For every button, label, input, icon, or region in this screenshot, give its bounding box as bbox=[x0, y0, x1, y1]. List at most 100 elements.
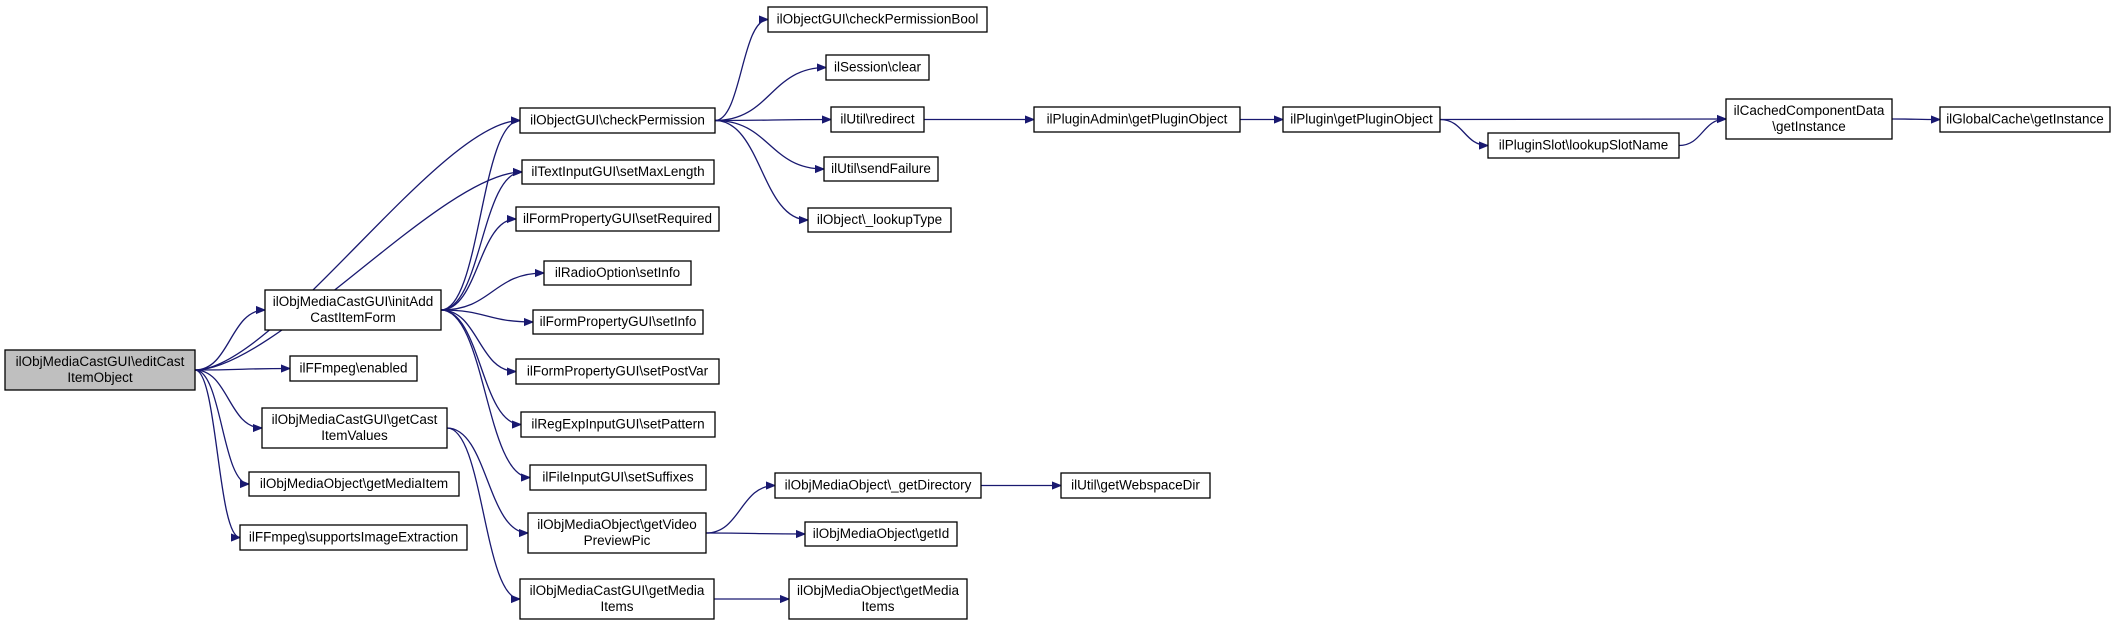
node-label: ilObjMediaCastGUI\getMedia bbox=[530, 583, 705, 598]
node-label: ilTextInputGUI\setMaxLength bbox=[531, 164, 704, 179]
node-label: CastItemForm bbox=[310, 310, 396, 325]
node-box bbox=[261, 407, 448, 449]
edge-initAdd-to-setSuffixes bbox=[440, 309, 530, 478]
node-label: ilObject\_lookupType bbox=[817, 212, 942, 227]
node-getId[interactable]: ilObjMediaObject\getId bbox=[804, 521, 958, 547]
node-lookupSlotName[interactable]: ilPluginSlot\lookupSlotName bbox=[1487, 132, 1680, 159]
node-redirect[interactable]: ilUtil\redirect bbox=[830, 106, 925, 133]
edge-root-to-initAdd bbox=[194, 310, 265, 371]
node-box bbox=[289, 355, 418, 382]
node-setPostVar[interactable]: ilFormPropertyGUI\setPostVar bbox=[515, 358, 720, 385]
node-getMediaItem[interactable]: ilObjMediaObject\getMediaItem bbox=[248, 471, 460, 497]
node-label: ilGlobalCache\getInstance bbox=[1946, 112, 2104, 127]
node-label: ilFFmpeg\enabled bbox=[299, 361, 407, 376]
edge-checkPerm-to-lookupType bbox=[714, 119, 808, 221]
edge-videoPreview-to-getId bbox=[705, 533, 805, 534]
node-label: ilPluginAdmin\getPluginObject bbox=[1047, 112, 1228, 127]
node-checkPermBool[interactable]: ilObjectGUI\checkPermissionBool bbox=[767, 6, 988, 33]
node-pluginGetPlugin[interactable]: ilPlugin\getPluginObject bbox=[1282, 106, 1441, 133]
edge-checkPerm-to-redirect bbox=[714, 120, 831, 121]
edge-initAdd-to-formSetInfo bbox=[440, 309, 533, 322]
node-lookupType[interactable]: ilObject\_lookupType bbox=[807, 207, 952, 233]
node-label: ilFormPropertyGUI\setRequired bbox=[523, 211, 712, 226]
node-box bbox=[515, 358, 720, 385]
node-box bbox=[767, 6, 988, 33]
edges-layer bbox=[194, 20, 1940, 600]
node-checkPerm[interactable]: ilObjectGUI\checkPermission bbox=[519, 107, 716, 134]
node-box bbox=[543, 260, 692, 286]
node-label: ilObjMediaObject\getVideo bbox=[537, 517, 697, 532]
node-label: ilRadioOption\setInfo bbox=[555, 265, 680, 280]
node-box bbox=[1033, 106, 1241, 133]
node-label: \getInstance bbox=[1772, 119, 1846, 134]
edge-getCastItemValues-to-castGetMediaItems bbox=[446, 427, 521, 599]
node-label: ilFFmpeg\supportsImageExtraction bbox=[249, 530, 458, 545]
edge-root-to-getMediaItem bbox=[194, 369, 250, 484]
node-box bbox=[520, 411, 716, 438]
node-box bbox=[1060, 472, 1211, 499]
node-setRequired[interactable]: ilFormPropertyGUI\setRequired bbox=[515, 206, 720, 232]
edge-root-to-checkPerm bbox=[194, 121, 520, 371]
node-box bbox=[825, 54, 930, 81]
node-box bbox=[239, 524, 468, 551]
node-formSetInfo[interactable]: ilFormPropertyGUI\setInfo bbox=[532, 309, 704, 335]
node-box bbox=[804, 521, 958, 547]
node-setMaxLength[interactable]: ilTextInputGUI\setMaxLength bbox=[521, 159, 715, 185]
node-sendFailure[interactable]: ilUtil\sendFailure bbox=[823, 156, 939, 182]
node-label: ilObjMediaCastGUI\getCast bbox=[272, 412, 438, 427]
node-label: Items bbox=[861, 599, 894, 614]
node-box bbox=[823, 156, 939, 182]
node-box bbox=[264, 289, 442, 331]
node-adminGetPlugin[interactable]: ilPluginAdmin\getPluginObject bbox=[1033, 106, 1241, 133]
node-setSuffixes[interactable]: ilFileInputGUI\setSuffixes bbox=[529, 464, 707, 491]
node-box bbox=[529, 464, 707, 491]
node-label: ilFormPropertyGUI\setInfo bbox=[540, 314, 697, 329]
node-label: ilUtil\sendFailure bbox=[831, 161, 931, 176]
node-label: ilObjMediaObject\getId bbox=[813, 526, 950, 541]
edge-initAdd-to-setPostVar bbox=[440, 309, 516, 372]
node-box bbox=[519, 107, 716, 134]
node-label: ItemValues bbox=[321, 428, 388, 443]
node-label: ilObjMediaCastGUI\initAdd bbox=[273, 294, 434, 309]
node-box bbox=[1725, 98, 1893, 140]
node-box bbox=[248, 471, 460, 497]
node-label: ilPlugin\getPluginObject bbox=[1290, 112, 1433, 127]
node-label: ilRegExpInputGUI\setPattern bbox=[531, 417, 704, 432]
node-ffEnabled[interactable]: ilFFmpeg\enabled bbox=[289, 355, 418, 382]
edge-initAdd-to-radioSetInfo bbox=[440, 273, 544, 311]
edge-checkPerm-to-sessionClear bbox=[714, 68, 826, 122]
node-getDirectory[interactable]: ilObjMediaObject\_getDirectory bbox=[774, 472, 982, 499]
node-label: Items bbox=[600, 599, 633, 614]
node-box bbox=[532, 309, 704, 335]
node-box bbox=[521, 159, 715, 185]
node-box bbox=[519, 578, 715, 620]
node-radioSetInfo[interactable]: ilRadioOption\setInfo bbox=[543, 260, 692, 286]
node-box bbox=[807, 207, 952, 233]
edge-root-to-supportsImg bbox=[194, 369, 241, 538]
node-box bbox=[1939, 106, 2111, 133]
node-setPattern[interactable]: ilRegExpInputGUI\setPattern bbox=[520, 411, 716, 438]
node-cachedGetInstance[interactable]: ilCachedComponentData\getInstance bbox=[1725, 98, 1893, 140]
node-box bbox=[527, 512, 707, 554]
node-box bbox=[774, 472, 982, 499]
edge-lookupSlotName-to-cachedGetInstance bbox=[1678, 119, 1727, 147]
node-label: ilObjMediaCastGUI\editCast bbox=[16, 354, 185, 369]
node-supportsImg[interactable]: ilFFmpeg\supportsImageExtraction bbox=[239, 524, 468, 551]
node-sessionClear[interactable]: ilSession\clear bbox=[825, 54, 930, 81]
node-label: ilObjMediaObject\getMedia bbox=[797, 583, 960, 598]
node-box bbox=[4, 349, 196, 391]
node-globalCache[interactable]: ilGlobalCache\getInstance bbox=[1939, 106, 2111, 133]
edge-checkPerm-to-sendFailure bbox=[714, 119, 824, 170]
node-label: ilUtil\getWebspaceDir bbox=[1071, 478, 1200, 493]
node-box bbox=[788, 578, 968, 620]
node-label: PreviewPic bbox=[584, 533, 651, 548]
node-label: ilObjectGUI\checkPermission bbox=[530, 113, 705, 128]
node-webspaceDir[interactable]: ilUtil\getWebspaceDir bbox=[1060, 472, 1211, 499]
node-label: ilObjMediaObject\_getDirectory bbox=[785, 478, 972, 493]
